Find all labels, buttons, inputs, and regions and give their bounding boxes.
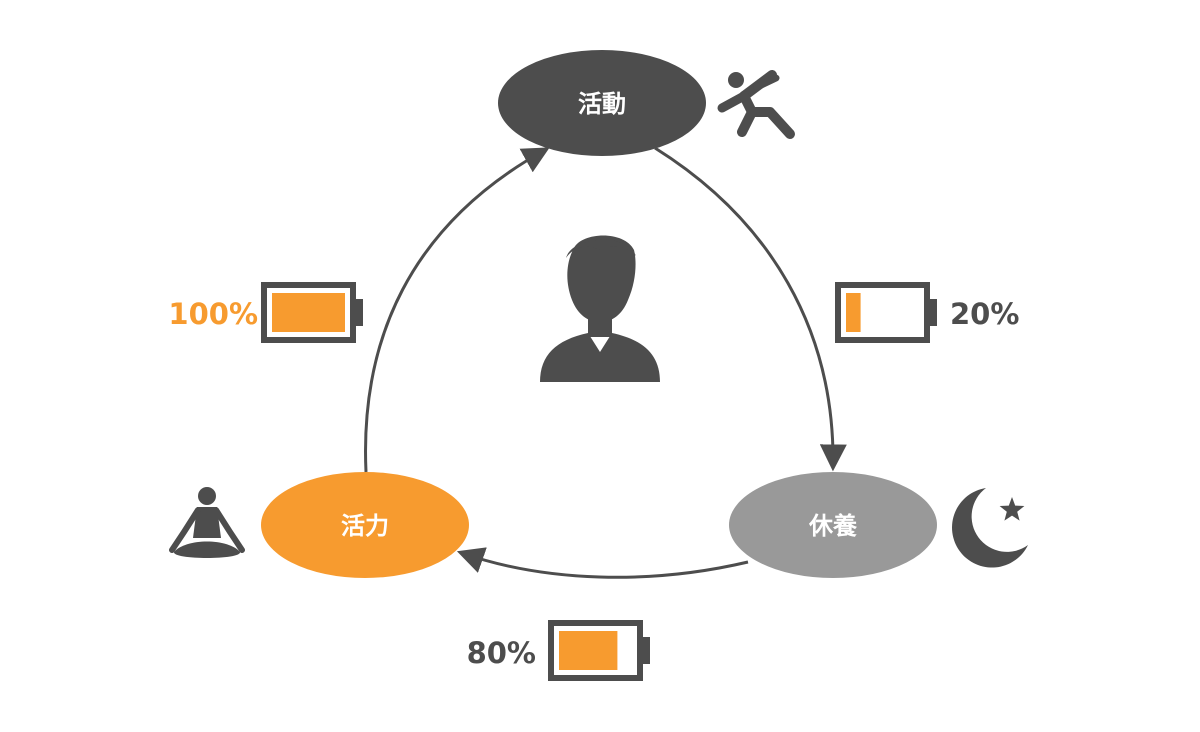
battery-full-terminal [353, 299, 363, 326]
person-silhouette-icon [540, 235, 660, 382]
arrow-rest-to-vitality [456, 547, 749, 579]
battery-low: 20% [835, 282, 1019, 343]
battery-full: 100% [168, 282, 363, 343]
running-person-icon [717, 70, 795, 139]
node-vitality: 活力 [261, 472, 469, 578]
node-rest-label: 休養 [808, 512, 857, 540]
battery-low-percent: 20% [950, 297, 1019, 331]
node-vitality-ellipse [261, 472, 469, 578]
node-activity-ellipse [498, 50, 706, 156]
battery-full-percent: 100% [168, 297, 258, 331]
node-activity-label: 活動 [578, 90, 626, 118]
node-activity: 活動 [498, 50, 706, 156]
battery-mid-terminal [640, 637, 650, 664]
node-vitality-label: 活力 [341, 512, 389, 540]
meditation-icon [169, 487, 245, 558]
battery-low-fill [846, 293, 861, 332]
node-rest: 休養 [729, 472, 937, 578]
battery-mid: 80% [467, 620, 650, 681]
battery-mid-percent: 80% [467, 636, 536, 670]
battery-low-terminal [927, 299, 937, 326]
arrow-vitality-to-activity [364, 147, 550, 473]
arrow-activity-to-rest [654, 146, 847, 472]
moon-star-icon [952, 488, 1028, 568]
node-rest-ellipse [729, 472, 937, 578]
battery-full-fill [272, 293, 345, 332]
battery-mid-fill [559, 631, 618, 670]
